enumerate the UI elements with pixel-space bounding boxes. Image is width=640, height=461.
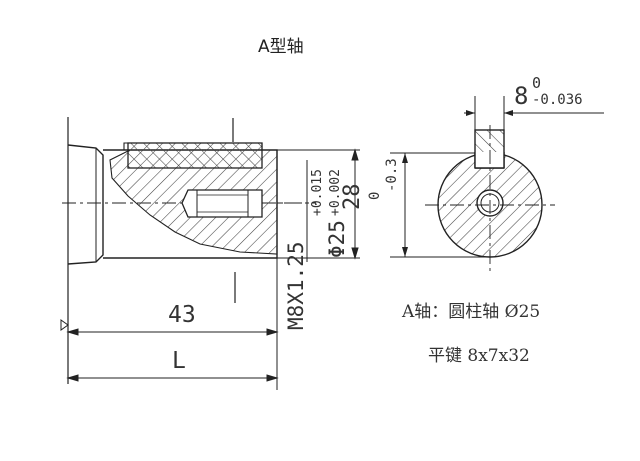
key-height-value: 28 (340, 183, 365, 211)
dimension-lines (66, 148, 360, 390)
key-width-lower-tol: -0.036 (532, 92, 583, 108)
length-L-label: L (172, 348, 186, 374)
key-width-value: 8 (514, 82, 529, 110)
shaft-side-view (60, 117, 300, 384)
diameter-upper-tol: +0.015 (310, 169, 325, 216)
shaft-end-view (390, 96, 604, 272)
key-height-lower-tol: -0.3 (384, 158, 400, 192)
length-43-label: 43 (168, 302, 196, 328)
diameter-lower-tol: +0.002 (328, 169, 343, 216)
page-title: A型轴 (258, 37, 304, 57)
key-height-dim: 28 (340, 184, 365, 211)
key-note: 平键 8x7x32 (428, 346, 530, 366)
diameter-dim: Φ25 (325, 220, 349, 258)
key-width-upper-tol: 0 (532, 74, 542, 92)
key-width-dim: 8 (514, 82, 528, 110)
thread-dim: M8X1.25 (284, 241, 308, 330)
shaft-note: A轴：圆柱轴 Ø25 (402, 302, 541, 322)
key-height-upper-tol: 0 (367, 191, 383, 200)
